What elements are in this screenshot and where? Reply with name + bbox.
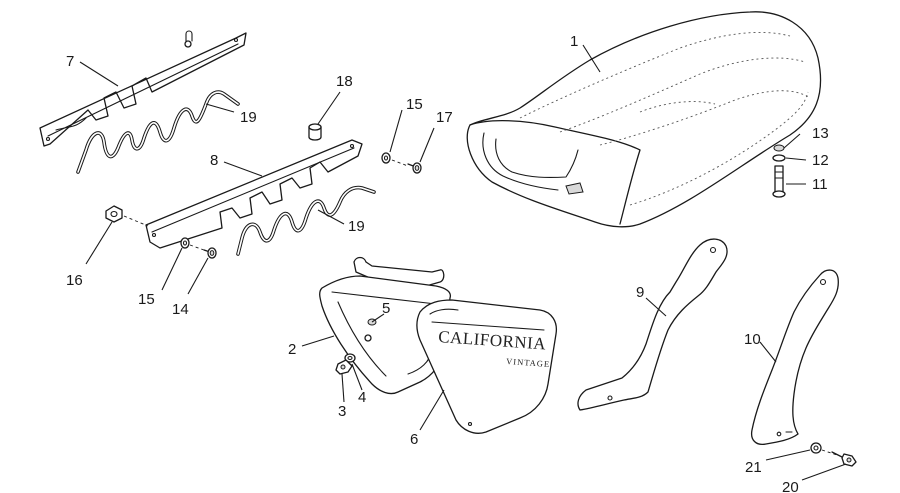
callout-14: 14 [172, 301, 189, 318]
callout-1: 1 [570, 33, 578, 50]
callout-13: 13 [812, 125, 829, 142]
rubber-grommet-part-13 [773, 144, 785, 152]
callout-3: 3 [338, 403, 346, 420]
leader-line-17 [419, 127, 435, 163]
callout-20: 20 [782, 479, 799, 493]
callout-16: 16 [66, 272, 83, 289]
washer-part-15-lower [180, 237, 190, 249]
callout-18: 18 [336, 73, 353, 90]
leader-line-10 [759, 341, 777, 363]
bolt-part-17 [407, 162, 422, 174]
callout-5: 5 [382, 300, 390, 317]
heat-shield-part-9 [577, 238, 728, 411]
callout-6: 6 [410, 431, 418, 448]
washer-part-4 [344, 353, 356, 363]
callout-8: 8 [210, 152, 218, 169]
leader-line-15-upper [389, 109, 403, 153]
wire-spring-part-19-upper [76, 90, 240, 174]
leader-line-8 [223, 161, 263, 177]
washer-part-21 [810, 442, 822, 454]
leader-line-3 [341, 373, 345, 403]
callout-4: 4 [358, 389, 366, 406]
leader-line-18 [317, 91, 341, 125]
bolt-part-3 [335, 359, 353, 375]
side-cover-model-decal: VINTAGE [506, 356, 551, 369]
leader-line-14 [187, 257, 209, 295]
leader-line-4 [351, 363, 363, 391]
washer-part-15-upper [381, 152, 391, 164]
washer-part-12 [772, 154, 786, 162]
callout-12: 12 [812, 152, 829, 169]
leader-line-20 [801, 463, 847, 481]
leader-line-15-lower [161, 247, 183, 291]
leader-line-6 [419, 389, 445, 431]
leader-line-21 [765, 449, 811, 461]
leader-line-12 [785, 157, 807, 161]
nut-part-16 [105, 205, 123, 223]
callout-17: 17 [436, 109, 453, 126]
callout-10: 10 [744, 331, 761, 348]
heat-shield-part-10 [750, 269, 839, 446]
leader-line-13 [783, 133, 801, 149]
callout-21: 21 [745, 459, 762, 476]
side-cover-panel-part-6: CALIFORNIA VINTAGE [416, 299, 558, 434]
wire-spring-part-19-lower [236, 185, 376, 256]
bracket-part-7 [39, 30, 247, 147]
callout-19a: 19 [240, 109, 257, 126]
callout-9: 9 [636, 284, 644, 301]
leader-line-7 [79, 61, 119, 87]
leader-line-19-lower [317, 209, 345, 225]
callout-15a: 15 [406, 96, 423, 113]
pin-part-11 [772, 165, 786, 198]
callout-11: 11 [812, 176, 828, 193]
bracket-part-8 [145, 139, 363, 249]
callout-2: 2 [288, 341, 296, 358]
leader-line-2 [301, 335, 335, 347]
bolt-part-20 [831, 451, 857, 467]
callout-15b: 15 [138, 291, 155, 308]
leader-line-1 [582, 44, 601, 73]
seat-part-1 [466, 11, 822, 228]
leader-line-19-upper [205, 103, 235, 113]
leader-line-16 [85, 221, 113, 265]
callout-19b: 19 [348, 218, 365, 235]
leader-line-9 [645, 297, 667, 317]
bolt-part-14 [203, 247, 217, 259]
callout-7: 7 [66, 53, 74, 70]
leader-line-5 [371, 313, 385, 323]
side-cover-frame-part-2 [319, 256, 452, 395]
bushing-part-18 [308, 123, 322, 141]
